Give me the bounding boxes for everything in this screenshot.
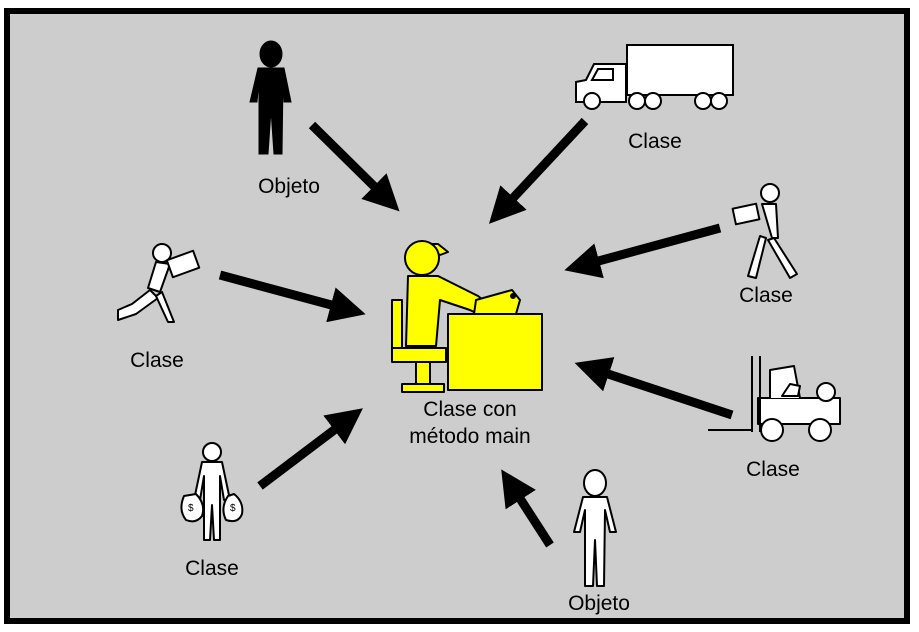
box-carrier-icon [731, 183, 798, 279]
center-label-line2: método main [409, 425, 530, 448]
node-label-truck: Clase [628, 130, 682, 153]
black-person-icon [249, 40, 292, 155]
truck-icon [575, 44, 734, 110]
node-label-forklift: Clase [746, 458, 800, 481]
arrow-objeto-top [308, 121, 400, 212]
svg-text:$: $ [188, 503, 194, 514]
svg-text:$: $ [230, 503, 236, 514]
worker-desk-icon [391, 240, 543, 393]
node-label-runner: Clase [130, 349, 184, 372]
node-label-standing-person: Objeto [568, 592, 630, 615]
money-bags-icon: $ $ [180, 442, 244, 541]
standing-person-icon [573, 469, 617, 587]
forklift-icon [708, 356, 841, 442]
arrow-truck [488, 117, 589, 224]
center-label-line1: Clase con [423, 398, 516, 421]
arrow-objeto-bottom [501, 469, 554, 548]
arrow-runner [218, 270, 366, 323]
arrow-box-carrier [564, 223, 722, 279]
runner-box-icon [117, 243, 201, 323]
node-label-black-person: Objeto [258, 175, 320, 198]
arrow-forklift [574, 357, 734, 420]
node-label-money-bags: Clase [185, 557, 239, 580]
node-label-box-carrier: Clase [739, 284, 793, 307]
arrow-money [257, 408, 363, 490]
